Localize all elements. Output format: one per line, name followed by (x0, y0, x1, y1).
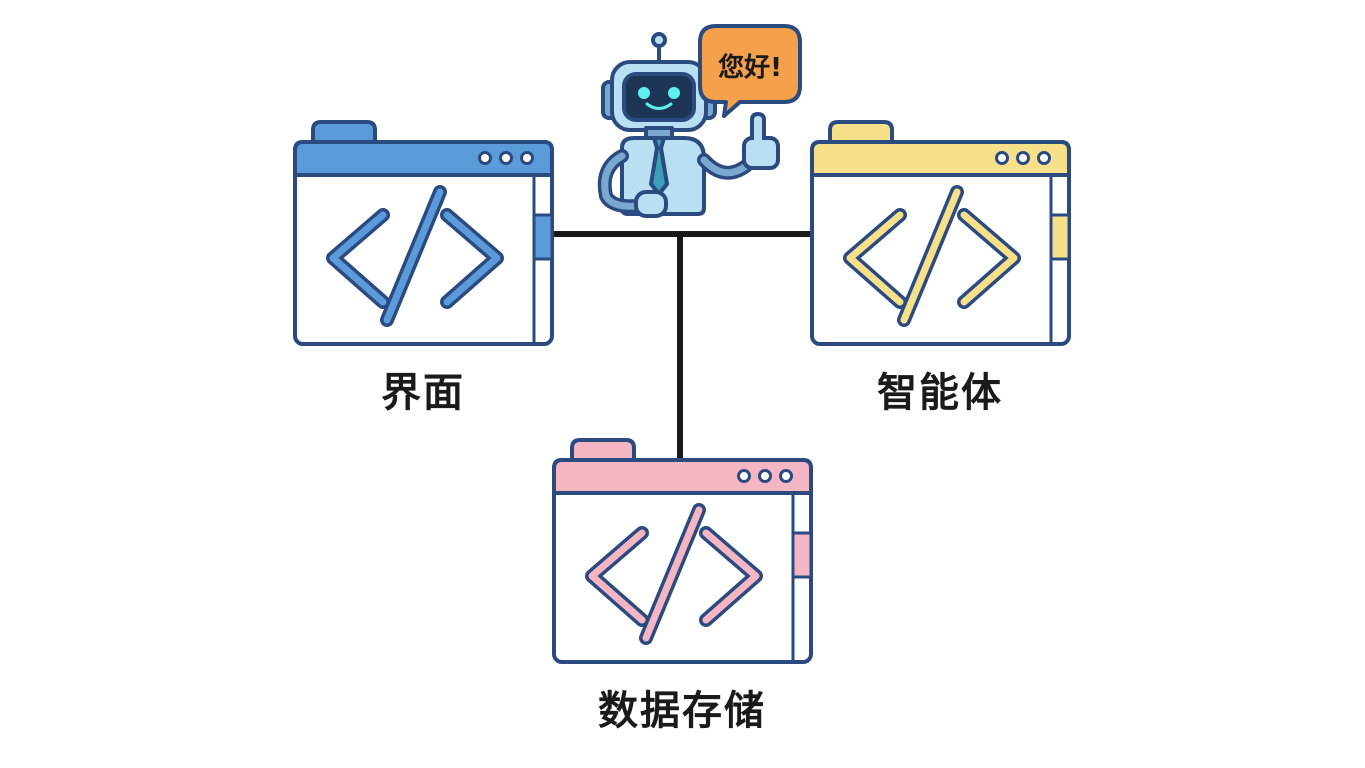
speech-bubble-text: 您好! (718, 52, 782, 83)
node-label-storage: 数据存储 (598, 688, 766, 734)
code-window-icon-storage (552, 438, 813, 664)
node-label-agent: 智能体 (877, 370, 1003, 416)
speech-bubble: 您好! (698, 24, 802, 118)
code-window-icon-ui (293, 120, 554, 346)
node-label-ui: 界面 (381, 370, 465, 416)
connector-lines (553, 231, 812, 462)
robot-thumbs-up-icon (597, 32, 780, 218)
code-window-icon-agent (810, 120, 1071, 346)
